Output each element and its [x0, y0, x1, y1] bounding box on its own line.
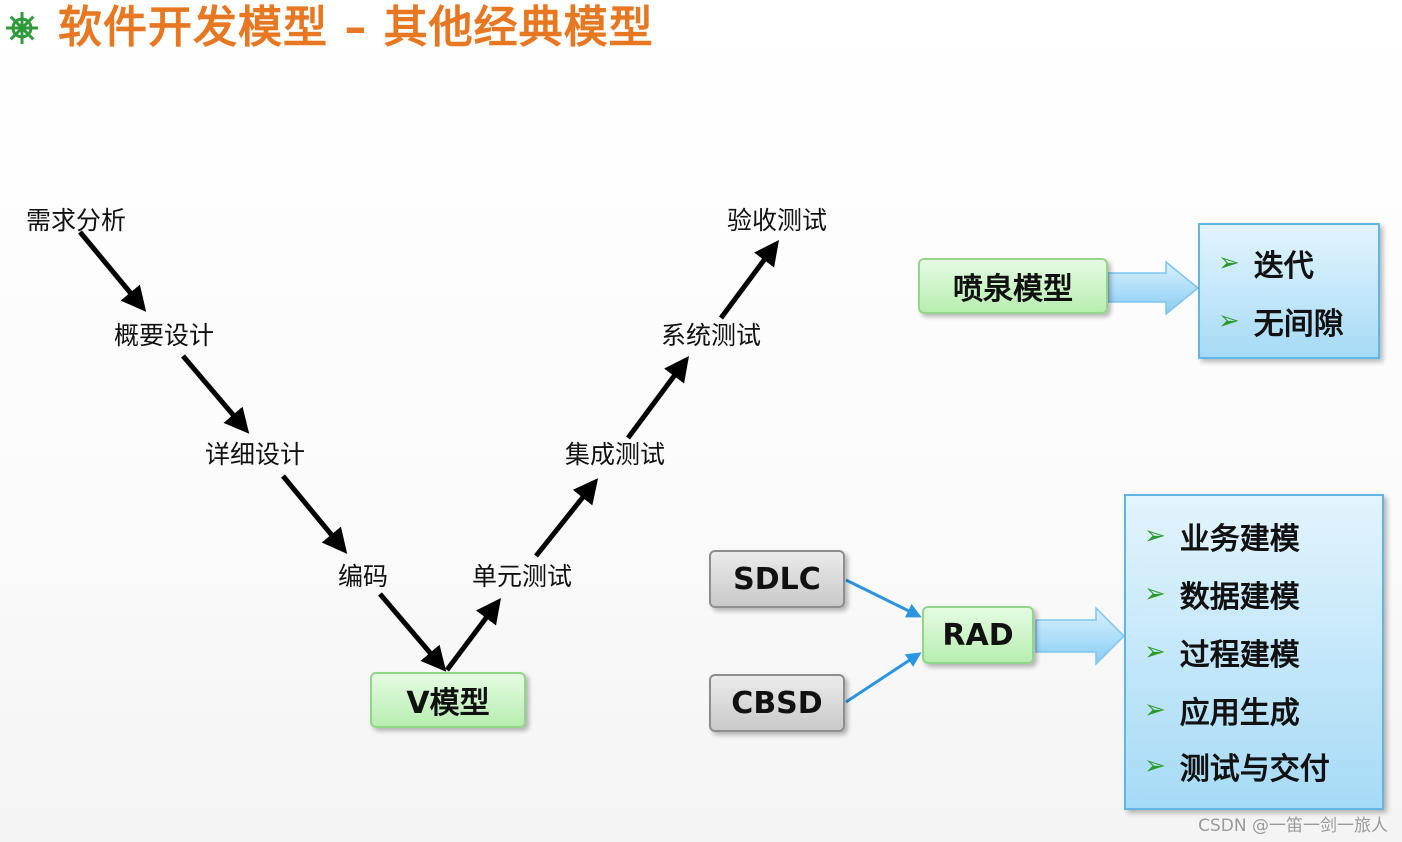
list-item: ➢ 业务建模	[1144, 516, 1300, 557]
v-arrow-8	[718, 239, 779, 320]
v-stage-outline-design: 概要设计	[114, 321, 215, 350]
list-item: ➢ 过程建模	[1144, 632, 1300, 673]
list-item: ➢ 应用生成	[1144, 690, 1300, 731]
rad-item-label: 测试与交付	[1179, 752, 1330, 787]
fountain-block-arrow	[1107, 260, 1200, 316]
arrow-bullet-icon: ➢	[1144, 521, 1166, 551]
sdlc-label: SDLC	[733, 561, 821, 597]
slide-title: 软件开发模型 – 其他经典模型	[58, 2, 654, 53]
arrow-bullet-icon: ➢	[1144, 695, 1166, 725]
v-arrow-6	[534, 478, 599, 558]
v-stage-coding: 编码	[338, 562, 389, 591]
v-model-box: V模型	[370, 672, 526, 728]
cbsd-box: CBSD	[709, 674, 845, 732]
v-stage-integration-test: 集成测试	[565, 440, 666, 469]
arrow-bullet-icon: ➢	[1218, 306, 1240, 336]
v-arrow-1	[78, 230, 147, 312]
ship-wheel-icon	[6, 12, 38, 44]
sdlc-connector	[845, 578, 922, 618]
v-arrow-5	[445, 598, 501, 672]
v-model-label: V模型	[406, 686, 490, 721]
rad-phases-box: ➢ 业务建模 ➢ 数据建模 ➢ 过程建模 ➢ 应用生成 ➢ 测试与交付	[1124, 494, 1384, 810]
rad-box: RAD	[922, 606, 1034, 664]
list-item: ➢ 无间隙	[1218, 301, 1344, 342]
list-item: ➢ 迭代	[1218, 243, 1314, 284]
v-arrow-3	[281, 474, 348, 554]
fountain-item-label: 无间隙	[1253, 307, 1344, 342]
fountain-features-box: ➢ 迭代 ➢ 无间隙	[1198, 223, 1380, 359]
v-stage-requirements: 需求分析	[26, 206, 127, 235]
sdlc-box: SDLC	[709, 550, 845, 608]
rad-item-label: 应用生成	[1179, 696, 1300, 731]
arrow-bullet-icon: ➢	[1144, 637, 1166, 667]
v-stage-system-test: 系统测试	[661, 321, 762, 350]
v-stage-acceptance-test: 验收测试	[727, 206, 828, 235]
cbsd-label: CBSD	[731, 685, 823, 721]
cbsd-connector	[845, 652, 922, 704]
v-arrow-2	[181, 354, 250, 434]
fountain-item-label: 迭代	[1253, 249, 1314, 284]
rad-block-arrow	[1035, 606, 1126, 666]
watermark: CSDN @一笛一剑一旅人	[1198, 816, 1388, 836]
list-item: ➢ 测试与交付	[1144, 746, 1330, 787]
arrow-bullet-icon: ➢	[1144, 751, 1166, 781]
v-arrow-7	[625, 355, 689, 440]
v-arrow-4	[378, 592, 447, 672]
fountain-model-label: 喷泉模型	[953, 272, 1073, 307]
arrow-bullet-icon: ➢	[1218, 248, 1240, 278]
rad-item-label: 数据建模	[1179, 580, 1300, 615]
fountain-model-box: 喷泉模型	[918, 258, 1108, 314]
v-stage-detailed-design: 详细设计	[205, 440, 306, 469]
list-item: ➢ 数据建模	[1144, 574, 1300, 615]
rad-item-label: 过程建模	[1179, 638, 1300, 673]
arrow-bullet-icon: ➢	[1144, 579, 1166, 609]
rad-label: RAD	[942, 617, 1014, 653]
rad-item-label: 业务建模	[1179, 522, 1300, 557]
v-stage-unit-test: 单元测试	[472, 562, 573, 591]
